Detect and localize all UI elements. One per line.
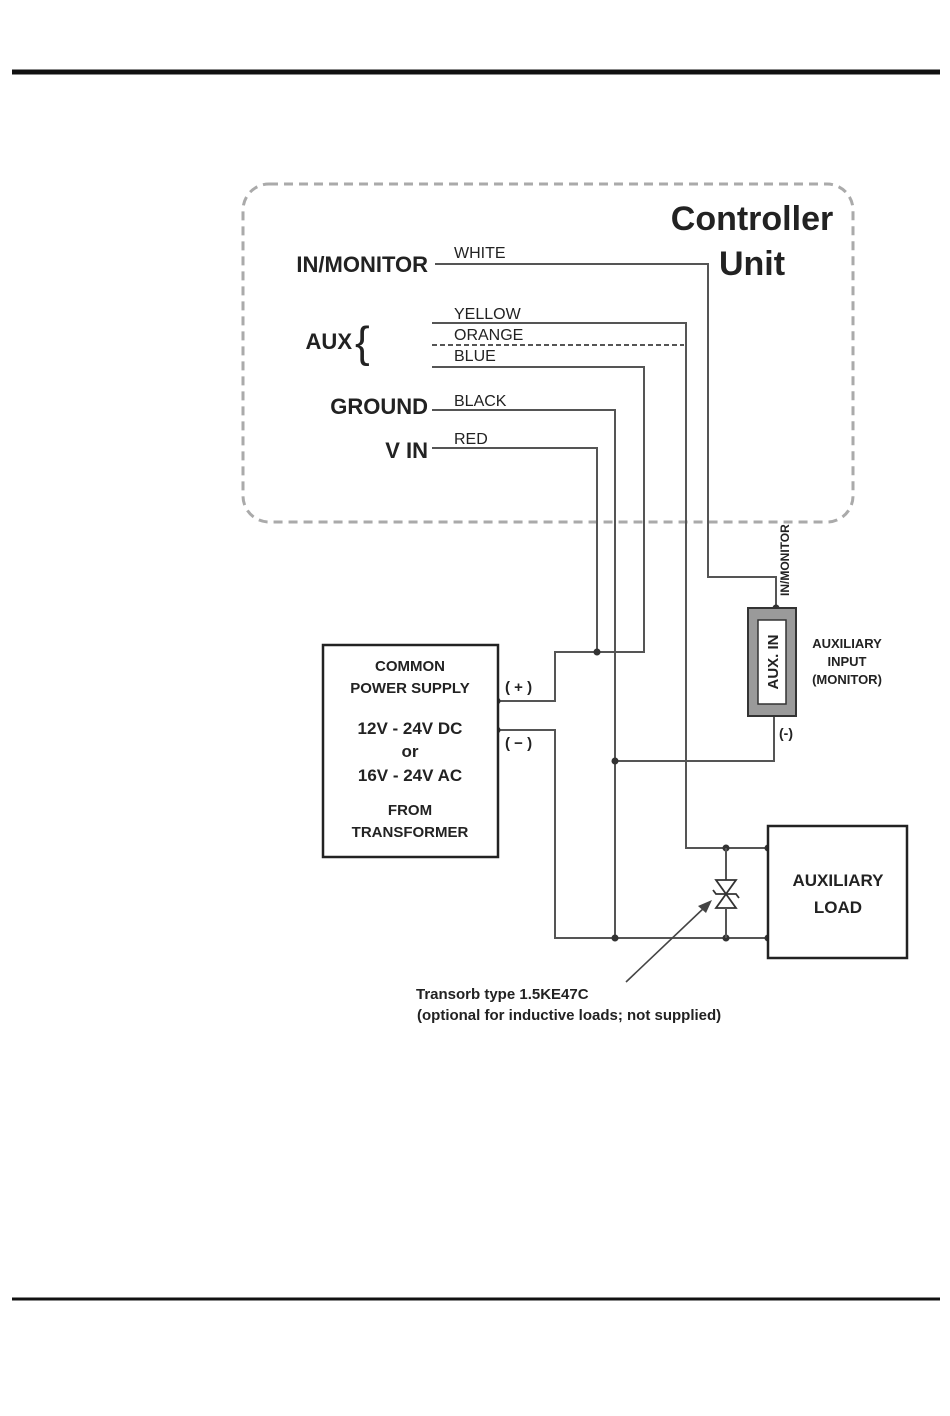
aux-input-caption-line3: (MONITOR) bbox=[812, 672, 882, 687]
aux-input-module-label: AUX. IN bbox=[765, 634, 782, 689]
wire-label-white: WHITE bbox=[454, 245, 506, 262]
aux-load-line1: AUXILIARY bbox=[793, 871, 885, 890]
transorb-diode-icon bbox=[713, 848, 739, 938]
power-supply-line4: or bbox=[402, 742, 419, 761]
wire-label-yellow: YELLOW bbox=[454, 306, 522, 323]
controller-title-line1: Controller bbox=[671, 200, 833, 238]
power-supply-line1: COMMON bbox=[375, 658, 445, 675]
aux-load-line2: LOAD bbox=[814, 898, 862, 917]
power-supply-line5: 16V - 24V AC bbox=[358, 766, 462, 785]
junction-dot bbox=[612, 758, 619, 765]
junction-dot bbox=[612, 935, 619, 942]
power-supply-line6: FROM bbox=[388, 802, 432, 819]
transorb-note-line1: Transorb type 1.5KE47C bbox=[416, 986, 589, 1003]
aux-input-top-label: IN/MONITOR bbox=[778, 524, 792, 596]
aux-input-caption-line1: AUXILIARY bbox=[812, 636, 882, 651]
terminal-label-aux: AUX bbox=[306, 329, 353, 354]
aux-brace-symbol: { bbox=[355, 318, 370, 367]
junction-dot bbox=[594, 649, 601, 656]
aux-load-box bbox=[768, 826, 907, 958]
aux-input-caption-line2: INPUT bbox=[828, 654, 867, 669]
wire-aux-input-negative bbox=[615, 716, 774, 761]
controller-title-line2: Unit bbox=[719, 245, 785, 283]
terminal-label-ground: GROUND bbox=[330, 394, 428, 419]
transorb-pointer-arrow bbox=[626, 900, 712, 982]
power-supply-minus-label: ( − ) bbox=[505, 735, 532, 752]
power-supply-line3: 12V - 24V DC bbox=[358, 719, 463, 738]
aux-input-negative-label: (-) bbox=[779, 725, 793, 741]
terminal-label-in-monitor: IN/MONITOR bbox=[296, 252, 428, 277]
wire-label-blue: BLUE bbox=[454, 348, 496, 365]
transorb-note-line2: (optional for inductive loads; not suppl… bbox=[417, 1007, 721, 1024]
wire-label-orange: ORANGE bbox=[454, 327, 523, 344]
wire-label-black: BLACK bbox=[454, 393, 507, 410]
power-supply-line7: TRANSFORMER bbox=[352, 824, 469, 841]
wire-label-red: RED bbox=[454, 431, 488, 448]
terminal-label-v-in: V IN bbox=[385, 438, 428, 463]
power-supply-plus-label: ( + ) bbox=[505, 679, 532, 696]
power-supply-line2: POWER SUPPLY bbox=[350, 680, 469, 697]
